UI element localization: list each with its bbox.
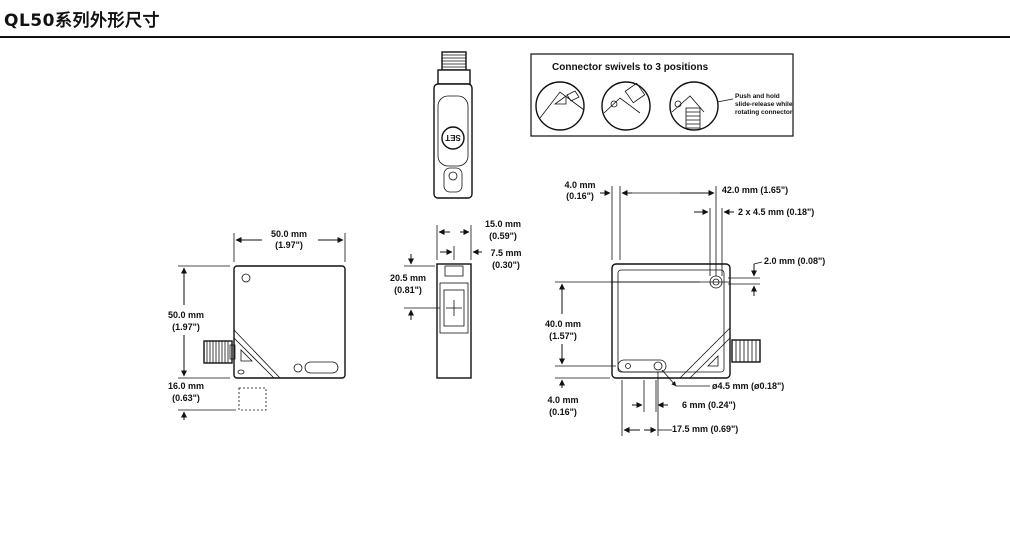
mount-top-offset-label: 2.0 mm (0.08") — [764, 256, 825, 266]
sensor-front-body — [233, 265, 346, 379]
side-view-top: SET — [433, 51, 473, 199]
side-view-bottom: 15.0 mm (0.59") 7.5 mm (0.30") 20.5 mm (… — [390, 219, 522, 379]
callout-heading: Connector swivels to 3 positions — [552, 62, 709, 73]
callout-note-1: Push and hold — [735, 93, 780, 100]
page-title: QL50系列外形尺寸 — [4, 11, 160, 31]
side-height-mm: 20.5 mm — [390, 273, 426, 283]
mount-edge-mm: 4.0 mm — [564, 180, 595, 190]
mount-slot-icon — [304, 361, 339, 374]
sensor-edge-body — [436, 263, 472, 379]
title-underline — [0, 36, 1010, 38]
mount-bottom-mm: 4.0 mm — [547, 395, 578, 405]
sensor-rear-body — [611, 263, 731, 379]
callout-note-2: slide-release while — [735, 101, 793, 108]
chamfer-line — [233, 329, 281, 379]
side-offset-mm: 7.5 mm — [490, 248, 521, 258]
rear-mount-slot-icon — [617, 359, 667, 373]
front-height-in: (1.97") — [172, 322, 200, 332]
mount-hole-label: ø4.5 mm (ø0.18") — [712, 381, 784, 391]
front-connector-in: (0.63") — [172, 393, 200, 403]
front-height-mm: 50.0 mm — [168, 310, 204, 320]
front-view: 50.0 mm (1.97") 50.0 mm (1.97") 16.0 mm … — [168, 229, 346, 420]
side-height-in: (0.81") — [394, 285, 422, 295]
front-width-in: (1.97") — [275, 240, 303, 250]
mount-height-mm: 40.0 mm — [545, 319, 581, 329]
swivel-position-2-icon — [601, 81, 651, 131]
mount-slot-label: 2 x 4.5 mm (0.18") — [738, 207, 814, 217]
swivel-position-3-icon — [669, 81, 719, 131]
connector-callout: Connector swivels to 3 positions Push an… — [530, 53, 794, 137]
side-width-in: (0.59") — [489, 231, 517, 241]
side-width-mm: 15.0 mm — [485, 219, 521, 229]
indicator-icon — [448, 171, 458, 181]
mount-six-label: 6 mm (0.24") — [682, 400, 736, 410]
rear-led-icon — [707, 355, 719, 367]
mount-hole-icon — [241, 273, 251, 283]
front-width-mm: 50.0 mm — [271, 229, 307, 239]
side-offset-in: (0.30") — [492, 260, 520, 270]
led-window-icon — [240, 349, 253, 362]
mount-span-label: 42.0 mm (1.65") — [722, 185, 788, 195]
mount-bottom-in: (0.16") — [549, 407, 577, 417]
connector-alt-position — [238, 387, 267, 411]
set-button-label: SET — [445, 133, 461, 142]
mount-height-in: (1.57") — [549, 331, 577, 341]
swivel-position-1-icon — [535, 81, 585, 131]
mount-view: 4.0 mm (0.16") 42.0 mm (1.65") 2 x 4.5 m… — [545, 180, 825, 436]
callout-note-3: rotating connector — [735, 109, 793, 116]
front-connector-mm: 16.0 mm — [168, 381, 204, 391]
rear-connector-icon — [731, 339, 761, 363]
set-button[interactable] — [441, 126, 465, 150]
mount-seventeen-label: 17.5 mm (0.69") — [672, 424, 738, 434]
lens-hole-icon — [293, 363, 303, 373]
mount-edge-in: (0.16") — [566, 191, 594, 201]
